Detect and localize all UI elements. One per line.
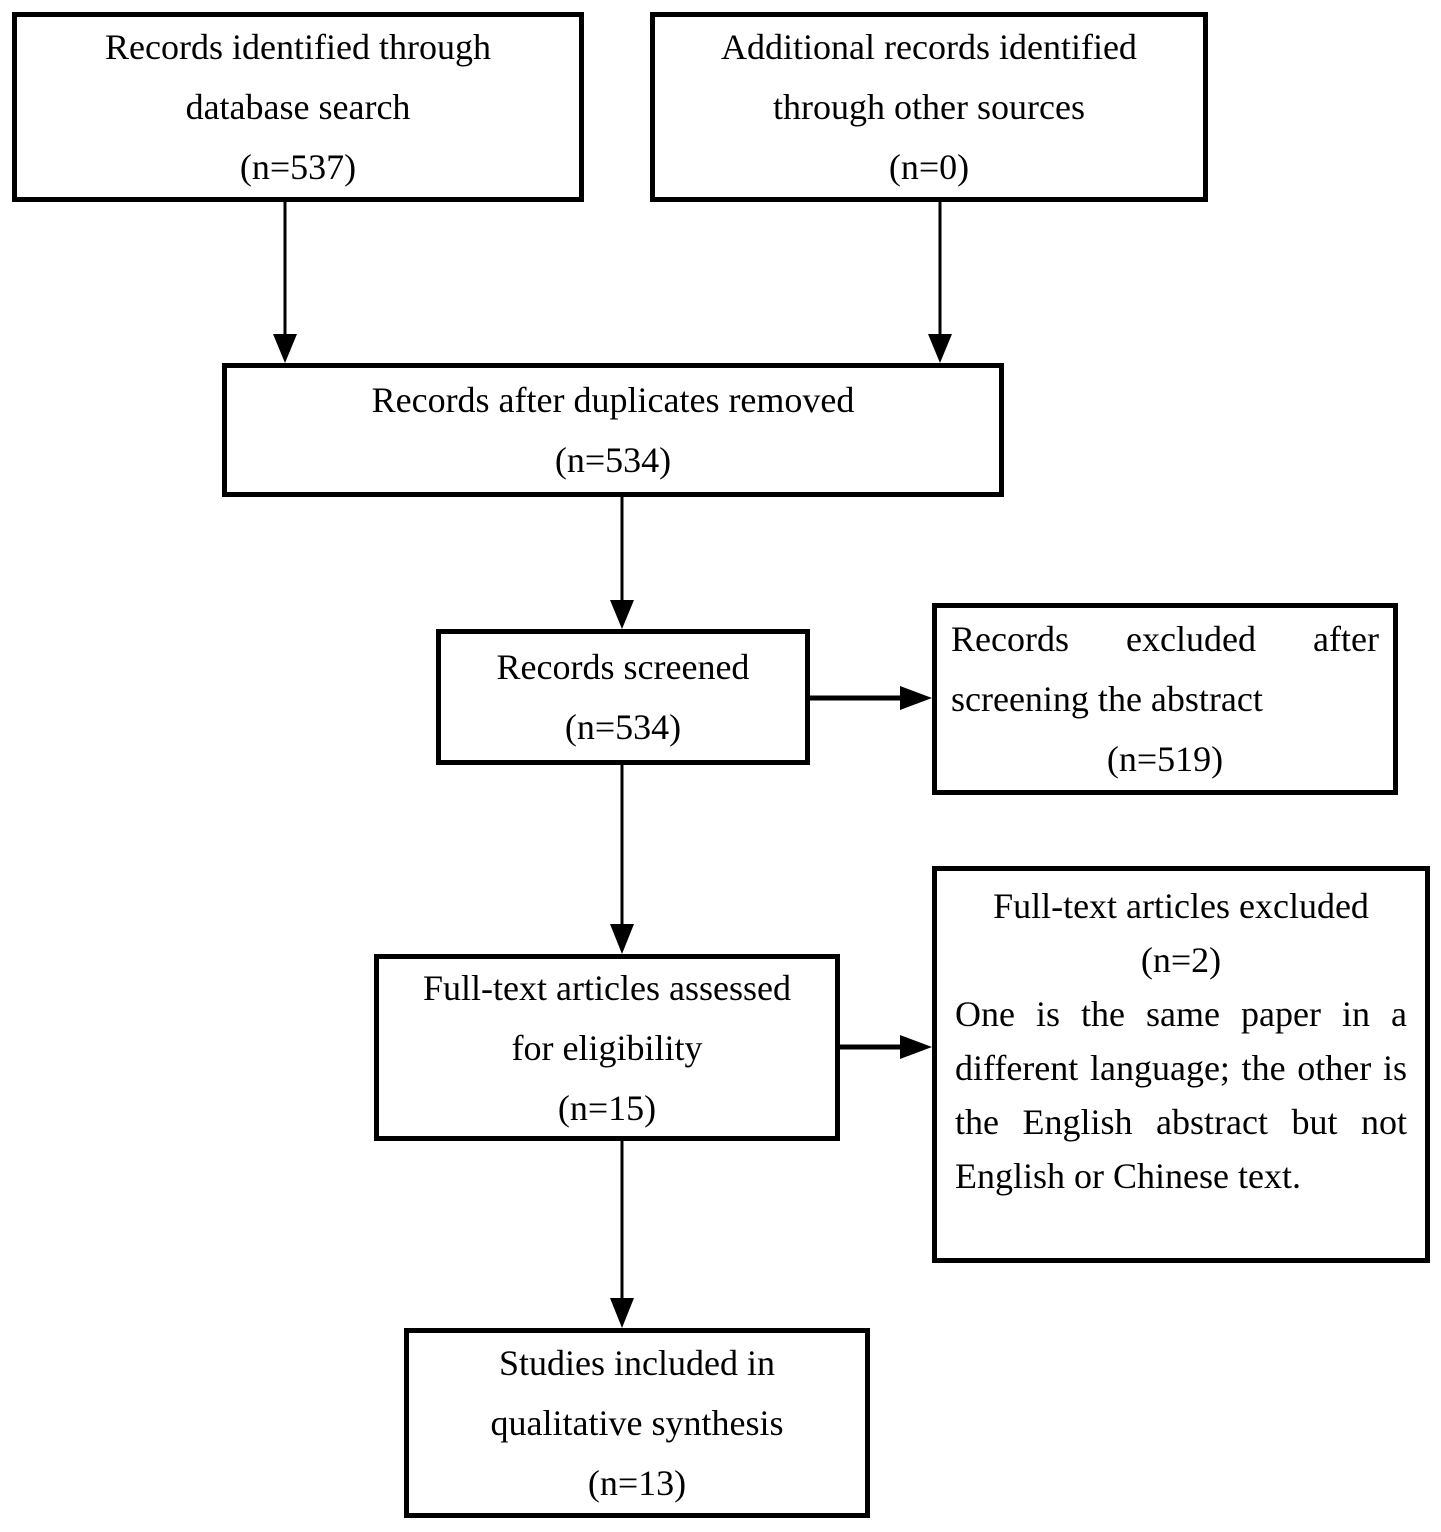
box-count: (n=534) xyxy=(564,707,682,747)
box-records-identified: Records identified through database sear… xyxy=(12,12,584,202)
box-count: (n=13) xyxy=(587,1463,687,1503)
box-label: Studies included in qualitative synthesi… xyxy=(490,1343,784,1443)
box-fulltext-excluded: Full-text articles excluded (n=2) One is… xyxy=(932,866,1430,1263)
box-duplicates-removed: Records after duplicates removed (n=534) xyxy=(222,363,1004,497)
box-label: Additional records identified through ot… xyxy=(721,27,1137,127)
box-records-screened: Records screened (n=534) xyxy=(436,629,810,765)
arrow-fulltext-to-included xyxy=(610,1141,634,1328)
box-exclusion-note: One is the same paper in a different lan… xyxy=(955,994,1407,1196)
box-studies-included: Studies included in qualitative synthesi… xyxy=(404,1328,870,1518)
box-count: (n=0) xyxy=(888,147,970,187)
box-label: Records excluded after screening the abs… xyxy=(951,619,1379,719)
arrow-screened-to-excluded xyxy=(810,686,932,710)
box-count: (n=519) xyxy=(1106,739,1224,779)
box-count: (n=537) xyxy=(239,147,357,187)
box-label: Records after duplicates removed xyxy=(371,380,855,420)
box-label: Full-text articles assessed for eligibil… xyxy=(423,967,791,1068)
box-count: (n=534) xyxy=(554,440,672,480)
box-count: (n=15) xyxy=(557,1087,657,1128)
box-count: (n=2) xyxy=(1140,940,1222,980)
box-additional-records: Additional records identified through ot… xyxy=(650,12,1208,202)
box-label: Records screened xyxy=(496,647,750,687)
arrow-duplicates-to-screened xyxy=(610,497,634,629)
arrow-additional-to-duplicates xyxy=(928,202,952,363)
arrow-fulltext-to-excluded xyxy=(840,1035,932,1059)
box-label: Full-text articles excluded xyxy=(993,886,1369,926)
box-records-excluded-screening: Records excluded after screening the abs… xyxy=(932,603,1398,795)
box-label: Records identified through database sear… xyxy=(105,27,491,127)
arrow-screened-to-fulltext xyxy=(610,765,634,954)
arrow-identified-to-duplicates xyxy=(273,202,297,363)
box-fulltext-assessed: Full-text articles assessed for eligibil… xyxy=(374,954,840,1141)
